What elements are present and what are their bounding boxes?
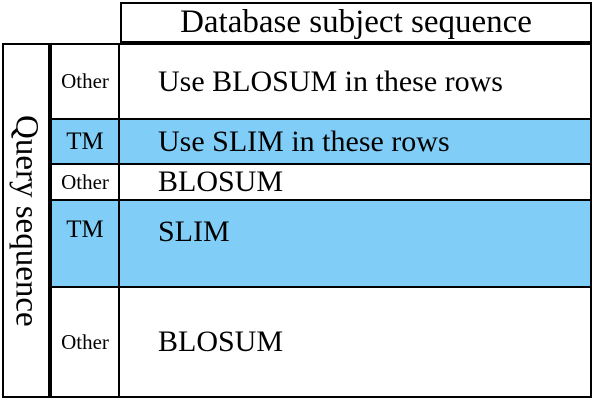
row-value-label: BLOSUM xyxy=(158,325,284,358)
row-value-label: BLOSUM xyxy=(158,165,284,198)
table-row: Other Use BLOSUM in these rows xyxy=(50,43,592,120)
row-category-label: Other xyxy=(61,69,109,93)
row-category-label: TM xyxy=(66,216,104,243)
row-category-label: Other xyxy=(61,329,109,354)
table-row: TM Use SLIM in these rows xyxy=(50,120,592,165)
row-value-cell: Use BLOSUM in these rows xyxy=(120,43,592,120)
column-header-cell: Database subject sequence xyxy=(120,2,592,43)
row-category-cell: TM xyxy=(50,120,120,165)
row-value-cell: BLOSUM xyxy=(120,165,592,201)
column-header-label: Database subject sequence xyxy=(180,4,532,40)
row-category-cell: TM xyxy=(50,201,120,288)
table-row: Other BLOSUM xyxy=(50,288,592,398)
row-value-cell: Use SLIM in these rows xyxy=(120,120,592,165)
row-header-label: Query sequence xyxy=(8,114,45,327)
row-category-cell: Other xyxy=(50,165,120,201)
row-value-cell: BLOSUM xyxy=(120,288,592,398)
table-body: Other Use BLOSUM in these rows TM Use SL… xyxy=(50,43,592,398)
row-category-cell: Other xyxy=(50,288,120,398)
row-value-cell: SLIM xyxy=(120,201,592,288)
row-category-label: Other xyxy=(61,169,109,194)
table-row: Other BLOSUM xyxy=(50,165,592,201)
row-value-label: Use BLOSUM in these rows xyxy=(158,64,503,98)
row-value-label: Use SLIM in these rows xyxy=(158,124,450,158)
row-category-cell: Other xyxy=(50,43,120,120)
row-value-label: SLIM xyxy=(158,215,230,248)
row-category-label: TM xyxy=(66,128,104,155)
row-header-cell: Query sequence xyxy=(2,43,50,398)
table-row: TM SLIM xyxy=(50,201,592,288)
